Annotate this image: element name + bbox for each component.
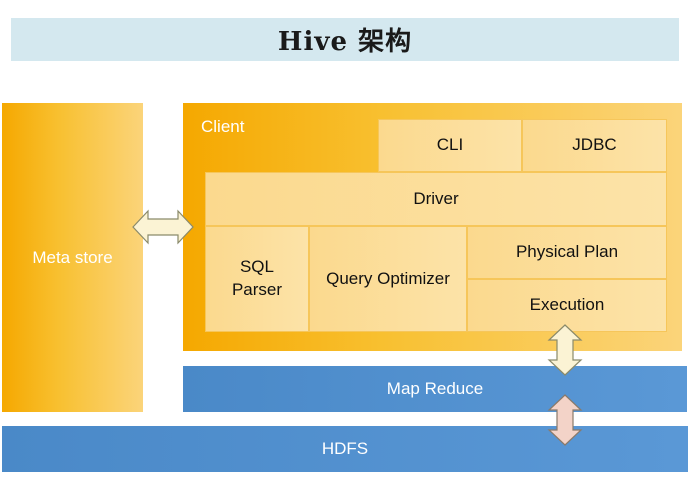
driver-block: Driver bbox=[205, 172, 667, 226]
meta-store-label: Meta store bbox=[32, 247, 113, 267]
jdbc-block: JDBC bbox=[522, 119, 667, 172]
title-bar: Hive 架构 bbox=[11, 18, 679, 61]
execution-label: Execution bbox=[529, 295, 605, 315]
execution-block: Execution bbox=[467, 279, 667, 332]
map-reduce-label: Map Reduce bbox=[386, 379, 484, 398]
execution-mapreduce-arrow-icon bbox=[547, 324, 583, 376]
diagram-title: Hive 架构 bbox=[277, 27, 413, 57]
query-optimizer-block: Query Optimizer bbox=[309, 226, 467, 332]
mapreduce-hdfs-arrow-icon bbox=[547, 394, 583, 446]
metastore-client-arrow-icon bbox=[132, 209, 194, 245]
cli-label: CLI bbox=[436, 135, 464, 155]
physical-plan-label: Physical Plan bbox=[515, 242, 619, 262]
cli-block: CLI bbox=[378, 119, 522, 172]
client-label: Client bbox=[201, 117, 245, 136]
hdfs-label: HDFS bbox=[321, 439, 369, 458]
physical-plan-block: Physical Plan bbox=[467, 226, 667, 279]
meta-store-block: Meta store bbox=[2, 103, 143, 412]
query-optimizer-label: Query Optimizer bbox=[326, 268, 450, 288]
driver-label: Driver bbox=[413, 188, 459, 208]
jdbc-label: JDBC bbox=[572, 135, 617, 155]
sql-parser-label: SQL Parser bbox=[231, 257, 283, 299]
hdfs-block: HDFS bbox=[2, 426, 688, 472]
map-reduce-block: Map Reduce bbox=[183, 366, 687, 412]
sql-parser-block: SQL Parser bbox=[205, 226, 309, 332]
